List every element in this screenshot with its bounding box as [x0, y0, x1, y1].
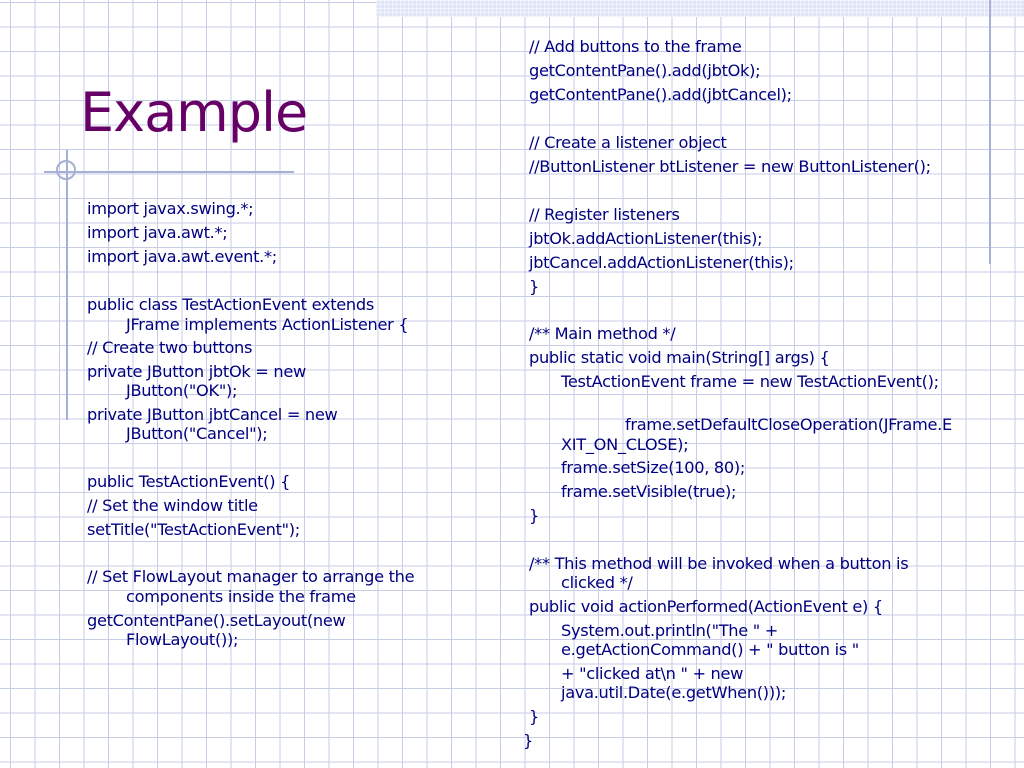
code-line: import java.awt.event.*; [87, 247, 277, 266]
code-line: jbtOk.addActionListener(this); [529, 229, 763, 248]
code-line: // Create a listener object [529, 133, 727, 152]
code-line: public class TestActionEvent extends [87, 295, 374, 314]
code-line-continuation: FlowLayout()); [126, 630, 239, 649]
code-line: setTitle("TestActionEvent"); [87, 520, 300, 539]
code-line: import javax.swing.*; [87, 199, 254, 218]
code-line: //ButtonListener btListener = new Button… [529, 157, 931, 176]
code-line: public TestActionEvent() { [87, 472, 291, 491]
code-line: // Add buttons to the frame [529, 37, 742, 56]
code-line: } [529, 277, 539, 296]
code-line-continuation: clicked */ [561, 573, 633, 592]
code-line: frame.setDefaultCloseOperation(JFrame.E [625, 415, 952, 434]
code-line-continuation: JButton("OK"); [126, 381, 238, 400]
code-line: } [523, 731, 533, 750]
code-line: /** Main method */ [529, 324, 676, 343]
code-line: public void actionPerformed(ActionEvent … [529, 597, 883, 616]
code-line: import java.awt.*; [87, 223, 228, 242]
code-line: System.out.println("The " + [561, 621, 779, 640]
code-line: public static void main(String[] args) { [529, 348, 830, 367]
code-line: } [529, 506, 539, 525]
left-horizontal-rule [44, 171, 294, 173]
code-line-continuation: components inside the frame [126, 587, 356, 606]
code-line-continuation: java.util.Date(e.getWhen())); [561, 683, 786, 702]
right-code-column: // Add buttons to the frame getContentPa… [523, 0, 1019, 768]
code-line: // Set FlowLayout manager to arrange the [87, 567, 415, 586]
code-line: frame.setSize(100, 80); [561, 458, 746, 477]
code-line: TestActionEvent frame = new TestActionEv… [561, 372, 939, 391]
right-vertical-rule [989, 0, 991, 264]
code-line: private JButton jbtCancel = new [87, 405, 338, 424]
crosshair-circle [56, 160, 76, 180]
code-line: // Set the window title [87, 496, 258, 515]
code-line: private JButton jbtOk = new [87, 362, 306, 381]
left-vertical-rule [66, 150, 68, 420]
left-code-column: import javax.swing.*; import java.awt.*;… [87, 0, 487, 768]
code-line: /** This method will be invoked when a b… [529, 554, 909, 573]
code-line: getContentPane().setLayout(new [87, 611, 346, 630]
code-line-continuation: XIT_ON_CLOSE); [561, 435, 689, 454]
code-line: } [529, 707, 539, 726]
code-line: // Create two buttons [87, 338, 253, 357]
code-line: jbtCancel.addActionListener(this); [529, 253, 794, 272]
code-line-continuation: e.getActionCommand() + " button is " [561, 640, 859, 659]
top-decorative-band [376, 0, 1024, 17]
code-line: getContentPane().add(jbtCancel); [529, 85, 792, 104]
slide-title: Example [80, 81, 308, 144]
code-line: getContentPane().add(jbtOk); [529, 61, 761, 80]
code-line: + "clicked at\n " + new [561, 664, 744, 683]
code-line-continuation: JButton("Cancel"); [126, 424, 268, 443]
code-line: // Register listeners [529, 205, 680, 224]
code-line: frame.setVisible(true); [561, 482, 737, 501]
code-line-continuation: JFrame implements ActionListener { [126, 315, 409, 334]
